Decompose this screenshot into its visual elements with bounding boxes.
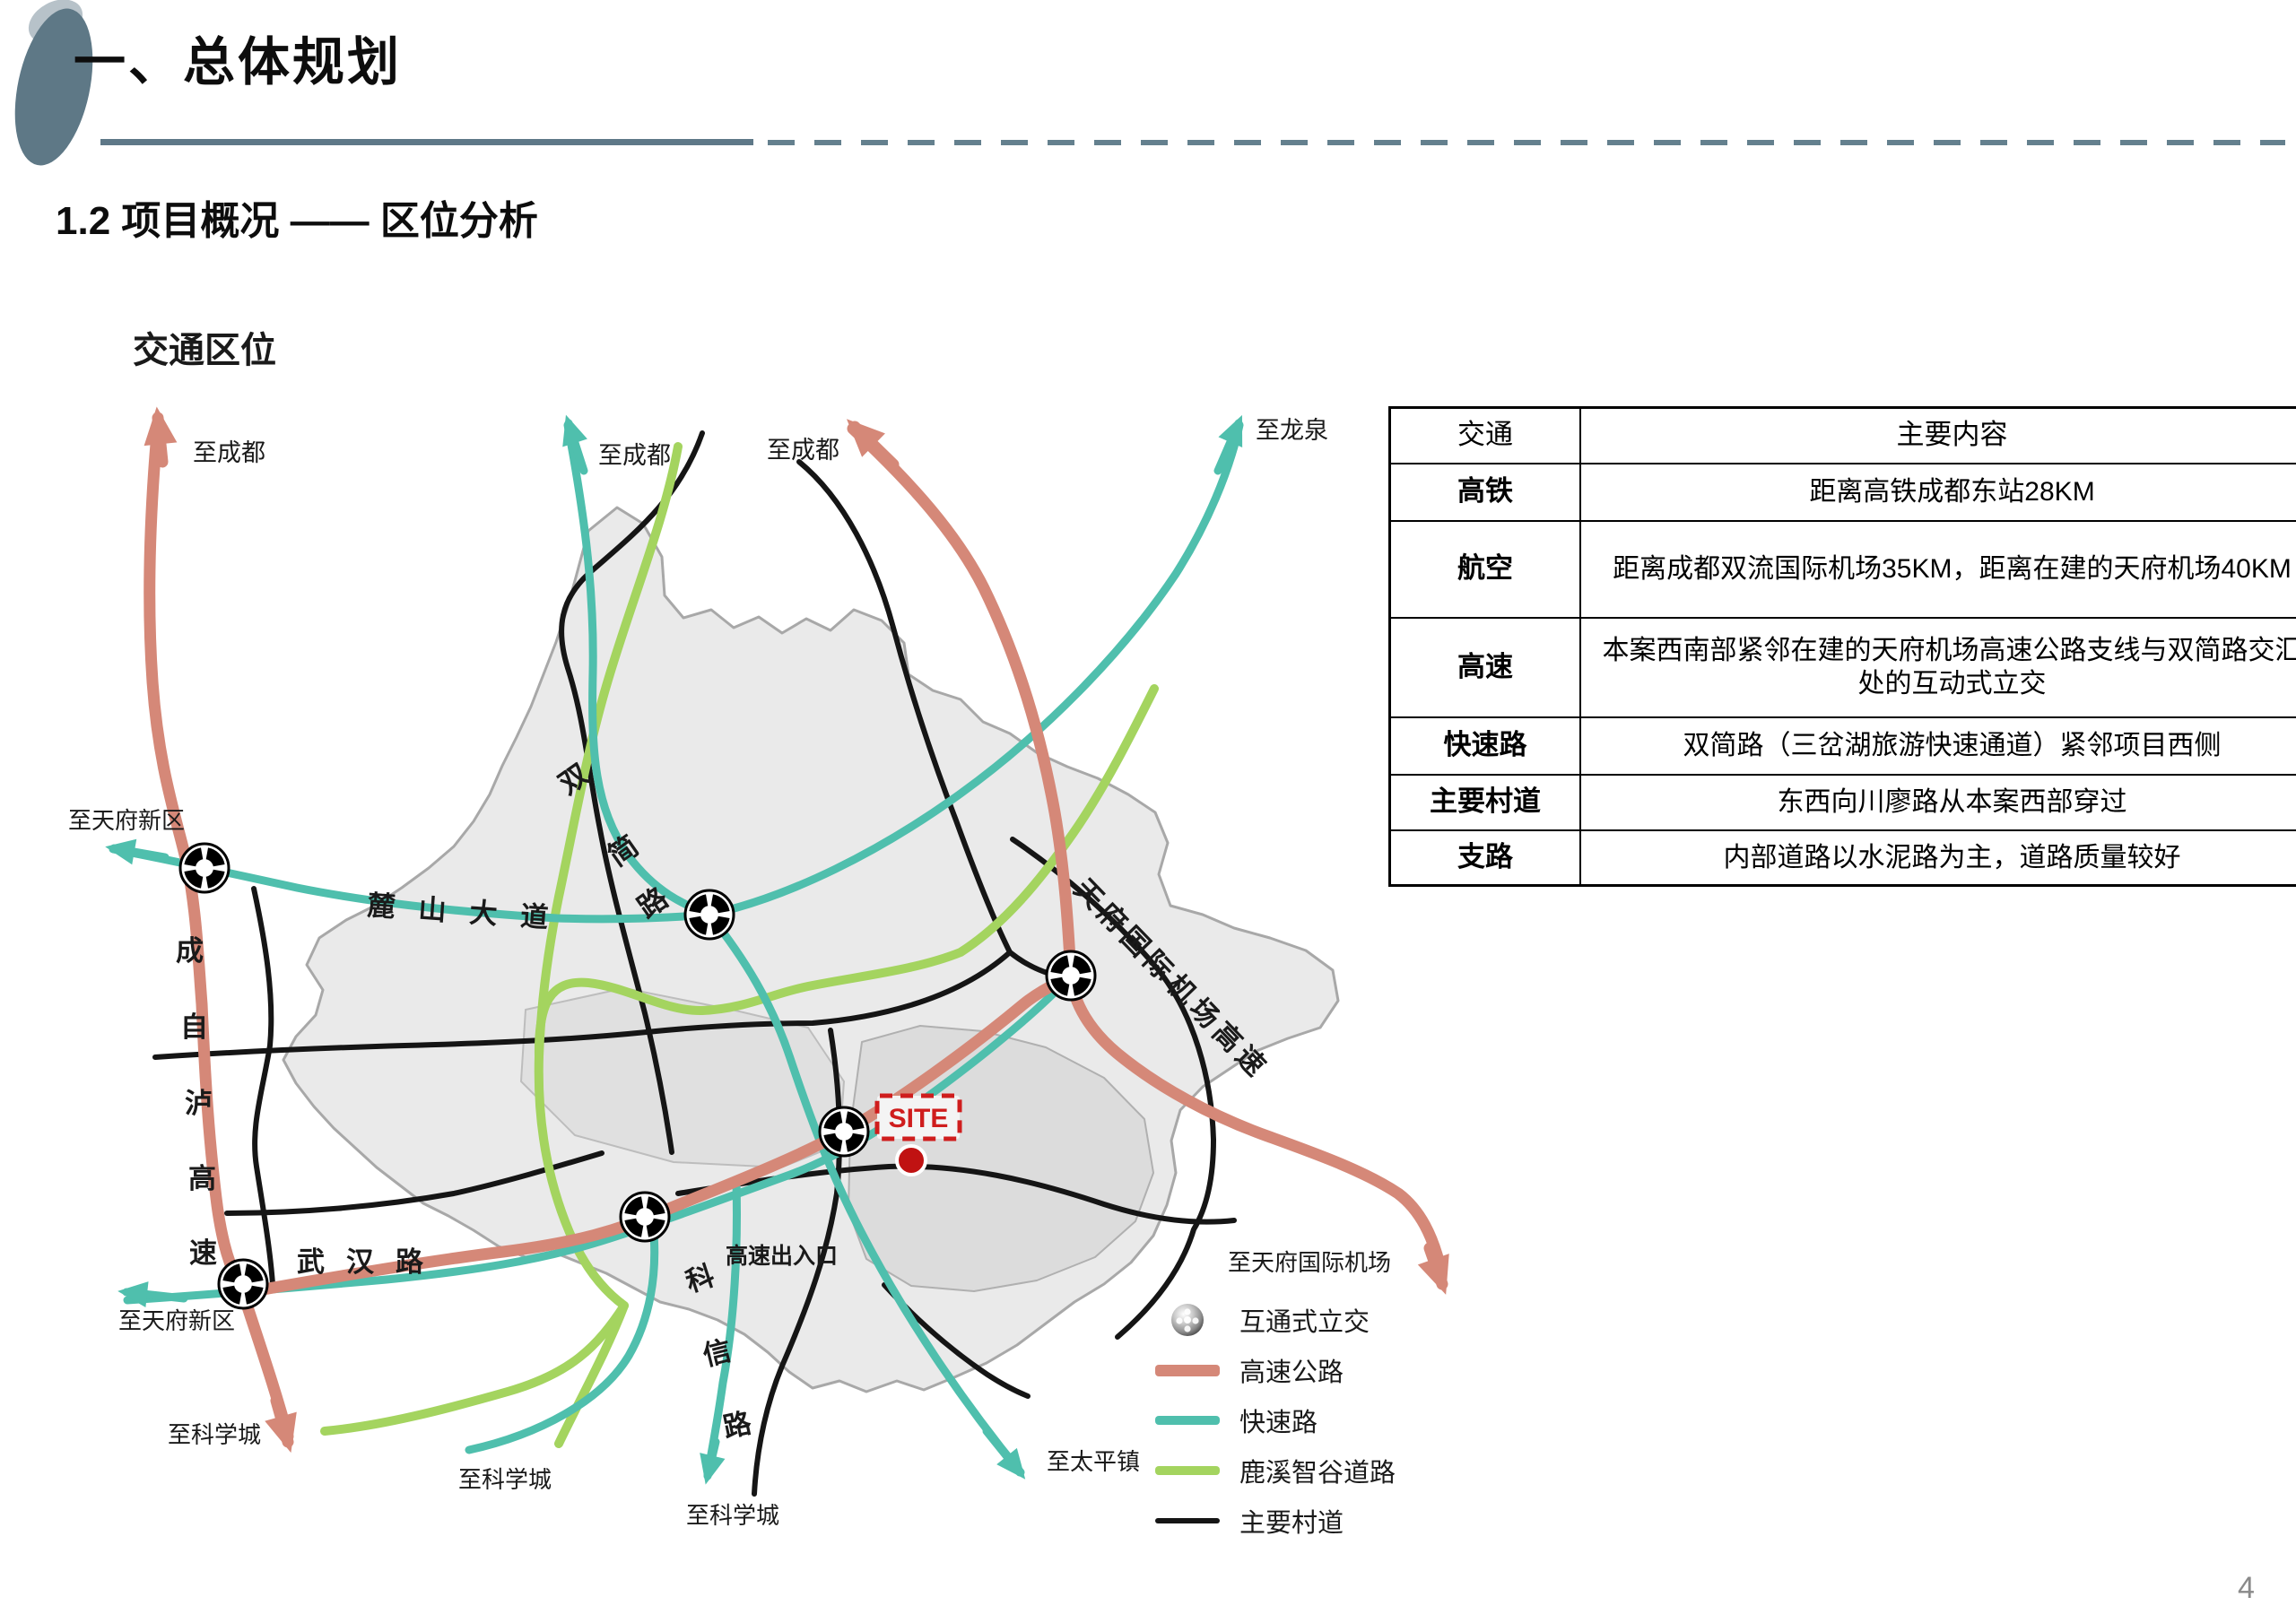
table-row-label: 航空 (1388, 519, 1581, 619)
header-rule-solid (100, 139, 753, 145)
legend-item: 主要村道 (1155, 1496, 1396, 1546)
table-row: 快速路双简路（三岔湖旅游快速通道）紧邻项目西侧 (1388, 716, 2296, 776)
table-row: 高速本案西南部紧邻在建的天府机场高速公路支线与双简路交汇处的互动式立交 (1388, 616, 2296, 718)
legend-item: 互通式立交 (1155, 1295, 1396, 1345)
interchange-icon (683, 889, 735, 941)
table-row-label: 支路 (1388, 829, 1581, 887)
legend-item: 快速路 (1155, 1395, 1396, 1445)
site-label: SITE (889, 1104, 949, 1133)
section-title: 一、总体规划 (74, 33, 403, 91)
direction-arrow (265, 1394, 297, 1454)
table-row: 航空距离成都双流国际机场35KM，距离在建的天府机场40KM (1388, 519, 2296, 619)
table-row: 主要村道东西向川廖路从本案西部穿过 (1388, 773, 2296, 831)
table-col-header: 交通 (1388, 406, 1581, 464)
direction-arrow (1417, 1242, 1449, 1295)
road-luxi (535, 442, 683, 1061)
map-label: 至天府新区 (118, 1307, 235, 1334)
table-row: 高铁距离高铁成都东站28KM (1388, 462, 2296, 522)
legend-item: 高速公路 (1155, 1345, 1396, 1395)
table-row-value: 本案西南部紧邻在建的天府机场高速公路支线与双简路交汇处的互动式立交 (1579, 616, 2296, 718)
map-label: 泸 (185, 1088, 213, 1119)
header-rule-dashed (768, 140, 2285, 145)
legend-label: 鹿溪智谷道路 (1239, 1459, 1396, 1488)
interchange-icon (619, 1191, 671, 1243)
map-label: 至天府新区 (68, 807, 185, 834)
road-luxi (554, 1301, 629, 1448)
road-village (224, 1150, 604, 1216)
legend-label: 主要村道 (1239, 1509, 1344, 1538)
interchange-icon (178, 842, 230, 894)
road-village (152, 950, 1013, 1060)
map-label: 交通区位 (133, 331, 276, 370)
direction-arrow (1213, 414, 1243, 475)
table-row-label: 高速 (1388, 616, 1581, 718)
interchange-icon (818, 1106, 870, 1158)
table-col-header: 主要内容 (1579, 406, 2296, 464)
direction-arrow (700, 1437, 726, 1485)
map-label: 至科学城 (686, 1502, 779, 1529)
map-label: 高 (188, 1163, 216, 1194)
map-label: 至天府国际机场 (1228, 1249, 1391, 1276)
map-label: 至太平镇 (1047, 1448, 1140, 1475)
road-village (251, 886, 275, 1287)
table-row-value: 距离高铁成都东站28KM (1579, 462, 2296, 522)
road-highway (237, 969, 1077, 1299)
map-label: 至成都 (193, 439, 265, 466)
road-luxi (534, 684, 1159, 1061)
legend-item: 鹿溪智谷道路 (1155, 1445, 1396, 1496)
table-row-label: 主要村道 (1388, 773, 1581, 831)
direction-arrow (562, 414, 588, 475)
legend-label: 快速路 (1239, 1409, 1318, 1437)
map-label: 路 (720, 1407, 755, 1444)
map-label: 至科学城 (458, 1466, 552, 1493)
map-legend: 互通式立交高速公路快速路鹿溪智谷道路主要村道 (1155, 1295, 1396, 1546)
page-number: 4 (2238, 1571, 2255, 1605)
table-row: 支路内部道路以水泥路为主，道路质量较好 (1388, 829, 2296, 887)
table-row-value: 双简路（三岔湖旅游快速通道）紧邻项目西侧 (1579, 716, 2296, 776)
map-label: 至成都 (598, 442, 671, 469)
interchange-icon (1045, 950, 1097, 1002)
map-label: 至科学城 (168, 1421, 261, 1448)
legend-line-swatch (1155, 1364, 1220, 1376)
map-label: 自 (180, 1011, 208, 1043)
map-label: 武汉路 (297, 1246, 445, 1278)
legend-line-swatch (1155, 1416, 1220, 1425)
map-label: 速 (189, 1237, 217, 1269)
direction-arrow (846, 419, 900, 471)
direction-arrow (105, 838, 170, 865)
direction-arrow (982, 1427, 1026, 1480)
road-expressway (465, 1219, 659, 1454)
legend-label: 互通式立交 (1239, 1308, 1370, 1337)
map-label: 高速出入口 (726, 1243, 838, 1269)
table-row-label: 高铁 (1388, 462, 1581, 522)
interchange-legend-icon (1155, 1301, 1220, 1339)
interchange-icon (217, 1258, 269, 1310)
district-region (848, 1025, 1154, 1292)
page-subtitle: 1.2 项目概况 —— 区位分析 (56, 199, 538, 243)
map-label: 成 (176, 935, 204, 967)
table-row-value: 内部道路以水泥路为主，道路质量较好 (1579, 829, 2296, 887)
table-row-label: 快速路 (1388, 716, 1581, 776)
site-box (874, 1093, 962, 1141)
direction-arrow (117, 1281, 188, 1307)
map-label: 至龙泉 (1256, 417, 1328, 444)
table-row-value: 东西向川廖路从本案西部穿过 (1579, 773, 2296, 831)
table-row-value: 距离成都双流国际机场35KM，距离在建的天府机场40KM (1579, 519, 2296, 619)
direction-arrow (144, 406, 178, 468)
map-label: 至成都 (767, 437, 839, 464)
legend-label: 高速公路 (1239, 1358, 1344, 1387)
legend-line-swatch (1155, 1466, 1220, 1475)
site-dot (895, 1144, 927, 1176)
legend-line-swatch (1155, 1518, 1220, 1523)
